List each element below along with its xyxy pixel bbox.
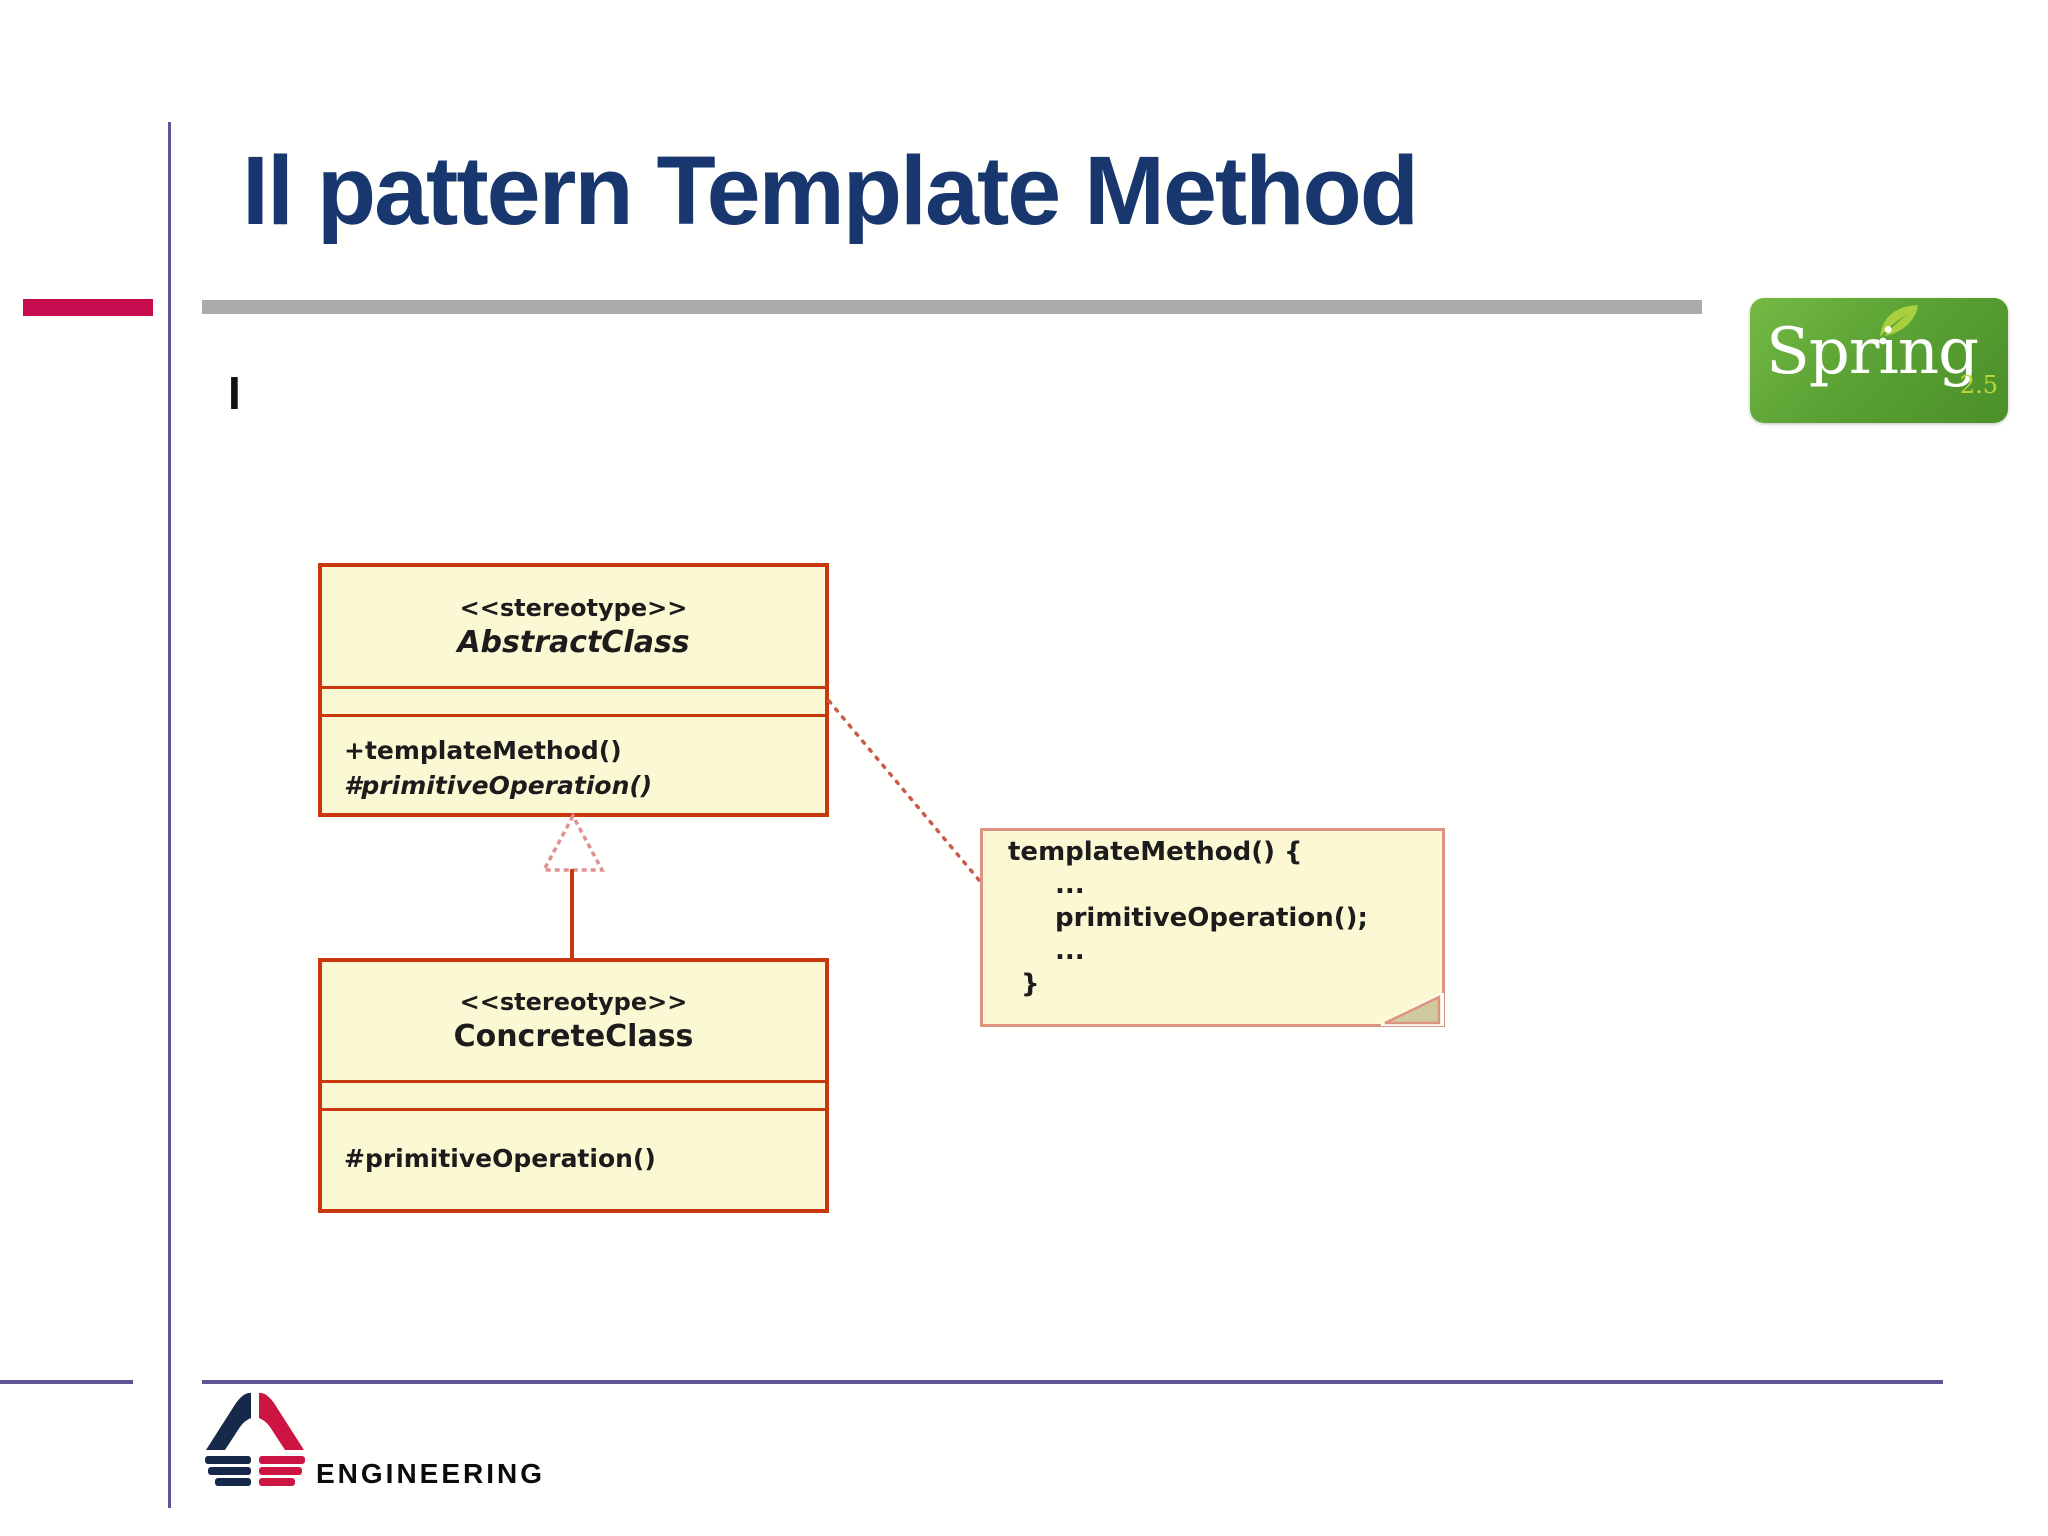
footer-rule-left <box>0 1380 133 1384</box>
title-underline-bar <box>202 300 1702 314</box>
concreteclass-method-primitiveoperation: #primitiveOperation() <box>344 1144 656 1173</box>
note-line: ... <box>1055 870 1085 900</box>
abstractclass-attributes-compartment <box>322 689 825 717</box>
note-code-block: templateMethod() { ... primitiveOperatio… <box>983 831 1442 1001</box>
note-fold-corner-icon <box>1381 993 1444 1026</box>
engineering-logo-icon <box>205 1392 305 1486</box>
note-line: ... <box>1055 936 1085 966</box>
spring-logo-text: Spring <box>1766 315 1979 389</box>
left-vertical-rule <box>168 122 171 1508</box>
note-connector-line <box>827 699 986 888</box>
uml-note: templateMethod() { ... primitiveOperatio… <box>980 828 1445 1027</box>
abstractclass-name: AbstractClass <box>457 624 690 660</box>
concreteclass-name-compartment: <<stereotype>> ConcreteClass <box>322 962 825 1083</box>
slide-title: Il pattern Template Method <box>242 136 1419 245</box>
stray-text-mark: I <box>228 367 241 419</box>
red-accent-bar <box>23 299 153 316</box>
abstractclass-method-templatemethod: +templateMethod() <box>344 736 622 765</box>
uml-class-abstractclass: <<stereotype>> AbstractClass +templateMe… <box>318 563 829 817</box>
concreteclass-methods-compartment: #primitiveOperation() <box>322 1111 825 1176</box>
concreteclass-stereotype: <<stereotype>> <box>459 988 688 1016</box>
inheritance-triangle-icon <box>541 812 605 872</box>
abstractclass-name-compartment: <<stereotype>> AbstractClass <box>322 567 825 689</box>
note-line: primitiveOperation(); <box>1055 903 1368 933</box>
abstractclass-stereotype: <<stereotype>> <box>459 593 688 622</box>
note-line: templateMethod() { <box>1008 837 1303 867</box>
concreteclass-attributes-compartment <box>322 1083 825 1111</box>
engineering-logo-text: ENGINEERING <box>316 1458 546 1489</box>
spring-logo: Spring 2.5 <box>1750 298 2008 423</box>
abstractclass-methods-compartment: +templateMethod() #primitiveOperation() <box>322 717 825 803</box>
abstractclass-method-primitiveoperation: #primitiveOperation() <box>344 771 653 800</box>
spring-logo-version: 2.5 <box>1959 371 1998 399</box>
uml-class-concreteclass: <<stereotype>> ConcreteClass #primitiveO… <box>318 958 829 1213</box>
leaf-icon <box>1879 305 1918 345</box>
inheritance-line <box>570 869 574 958</box>
note-line: } <box>1021 969 1040 999</box>
footer-rule-main <box>202 1380 1943 1384</box>
concreteclass-name: ConcreteClass <box>453 1019 694 1054</box>
